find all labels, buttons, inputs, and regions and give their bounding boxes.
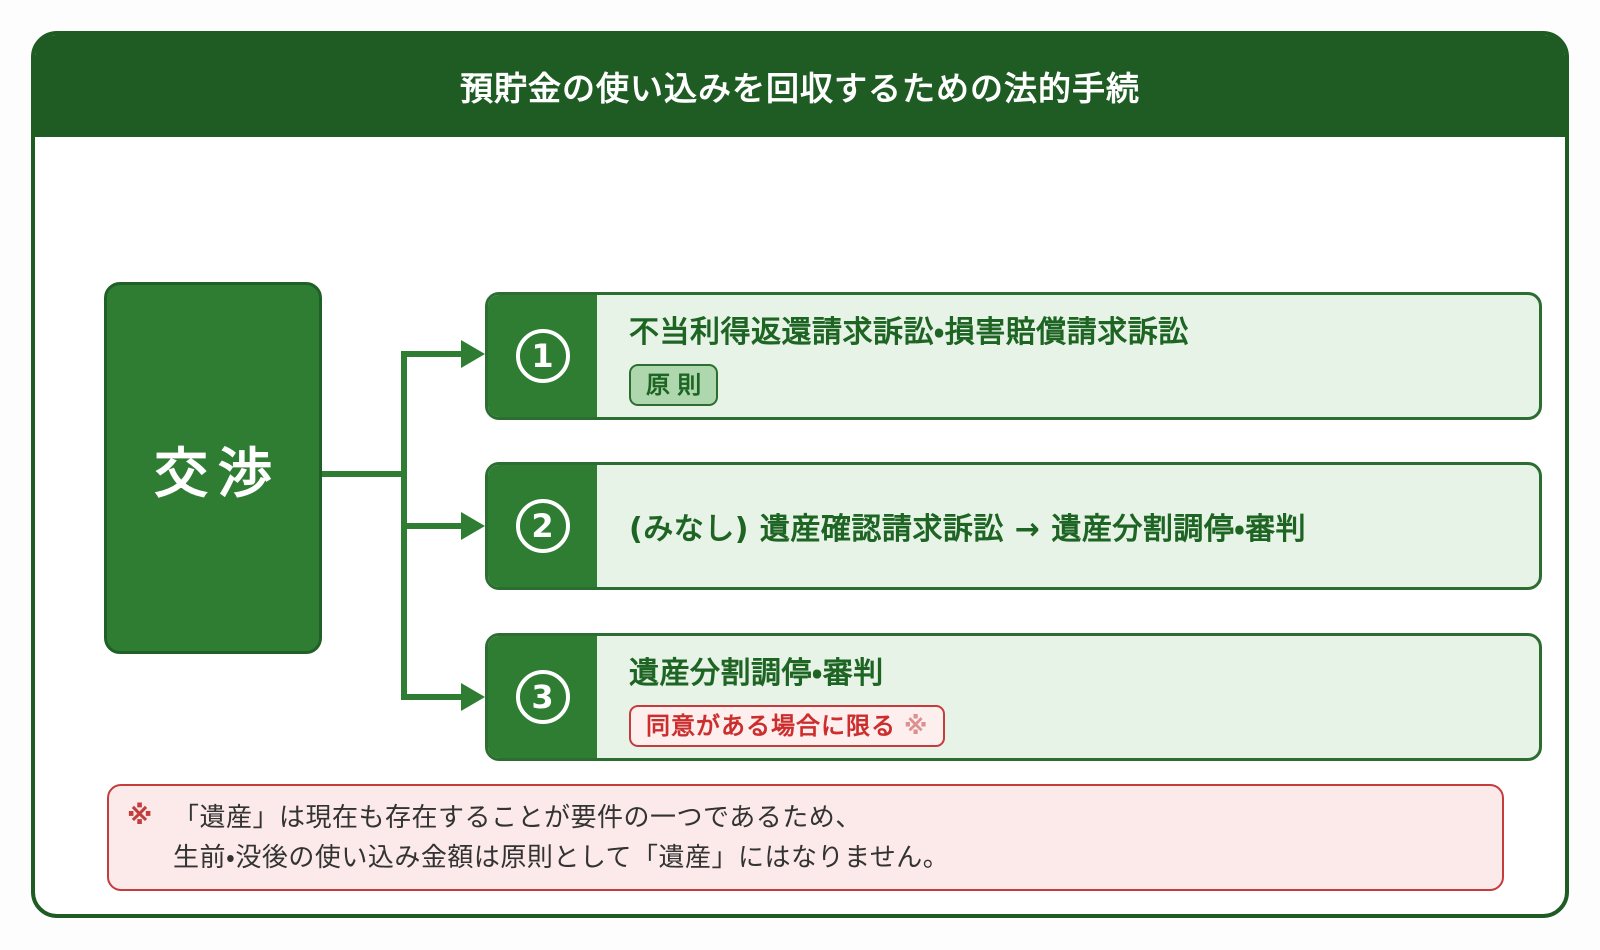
circled-number-2-icon: 2	[515, 499, 570, 553]
footnote-marker: ※	[127, 801, 153, 831]
option-3-number-strip: 3	[488, 636, 597, 758]
negotiation-label: 交渉	[154, 441, 282, 505]
option-1-content: 不当利得返還請求訴訟・損害賠償請求訴訟 原則	[597, 295, 1539, 417]
arrow-right-icon	[461, 512, 485, 540]
consent-required-badge: 同意がある場合に限る ※	[629, 704, 946, 747]
option-1-title: 不当利得返還請求訴訟・損害賠償請求訴訟	[629, 314, 1189, 350]
option-2-content: (みなし) 遺産確認請求訴訟 → 遺産分割調停・審判	[597, 465, 1539, 587]
option-1-number: 1	[531, 337, 554, 375]
arrow-right-icon	[461, 683, 485, 711]
option-box-3: 3 遺産分割調停・審判 同意がある場合に限る ※	[485, 633, 1542, 761]
option-box-1: 1 不当利得返還請求訴訟・損害賠償請求訴訟 原則	[485, 292, 1542, 420]
option-3-title: 遺産分割調停・審判	[629, 655, 884, 691]
circled-number-3-icon: 3	[515, 670, 570, 724]
connector-branch-3-line	[401, 694, 461, 700]
circled-number-1-icon: 1	[515, 329, 570, 383]
footnote-box: ※ 「遺産」は現在も存在することが要件の一つであるため、 生前・没後の使い込み金…	[107, 784, 1504, 891]
footnote-line-2: 生前・没後の使い込み金額は原則として「遺産」にはなりません。	[173, 842, 950, 873]
diagram-card: 預貯金の使い込みを回収するための法的手続 交渉 1 不当利得返還請求訴訟・損害賠…	[31, 31, 1569, 918]
option-3-number: 3	[531, 678, 554, 716]
option-2-number-strip: 2	[488, 465, 597, 587]
option-3-content: 遺産分割調停・審判 同意がある場合に限る ※	[597, 636, 1539, 758]
option-2-title: (みなし) 遺産確認請求訴訟 → 遺産分割調停・審判	[629, 512, 1307, 547]
page-title: 預貯金の使い込みを回収するための法的手続	[460, 69, 1140, 108]
principle-badge-label: 原則	[646, 370, 709, 399]
connector-branch-2-line	[401, 523, 461, 529]
connector-branch-1-line	[401, 351, 461, 357]
principle-badge: 原則	[629, 363, 719, 406]
option-2-number: 2	[531, 507, 554, 545]
connector-trunk-line	[322, 471, 404, 477]
consent-required-badge-label: 同意がある場合に限る	[646, 711, 896, 740]
footnote-text: 「遺産」は現在も存在することが要件の一つであるため、 生前・没後の使い込み金額は…	[173, 798, 949, 878]
arrow-right-icon	[461, 340, 485, 368]
footnote-line-1: 「遺産」は現在も存在することが要件の一つであるため、	[173, 802, 862, 833]
option-box-2: 2 (みなし) 遺産確認請求訴訟 → 遺産分割調停・審判	[485, 462, 1542, 590]
option-1-number-strip: 1	[488, 295, 597, 417]
diagram-header: 預貯金の使い込みを回収するための法的手続	[35, 35, 1565, 137]
asterisk-reference-mark: ※	[904, 711, 929, 740]
negotiation-box: 交渉	[104, 282, 322, 654]
